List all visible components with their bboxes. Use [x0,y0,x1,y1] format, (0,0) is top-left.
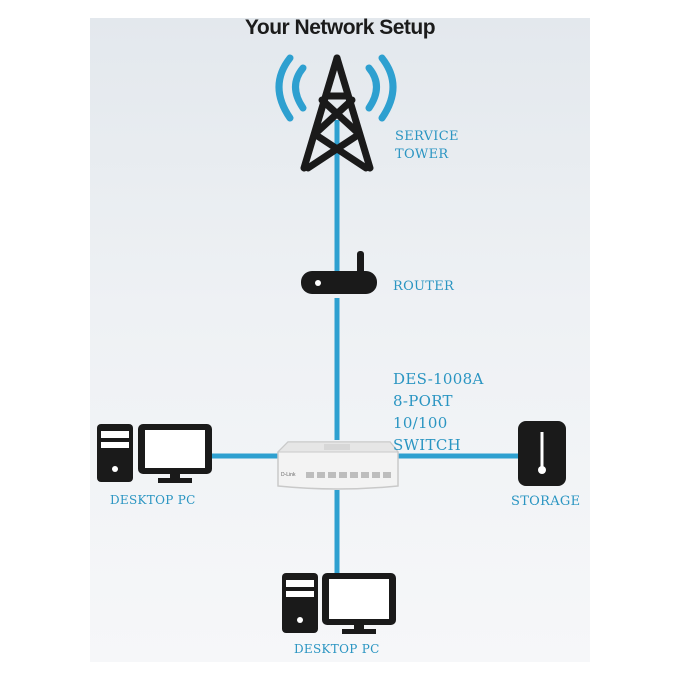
router-label: ROUTER [393,279,455,294]
desktop-pc-bottom-label: DESKTOP PC [294,642,380,656]
desktop-pc-bottom-icon [282,573,396,634]
storage-label: STORAGE [511,494,581,509]
diagram-background [90,18,590,662]
router-icon [301,251,377,294]
tower-label-line: TOWER [395,147,449,162]
tower-label-line: SERVICE [395,129,459,144]
switch-label: DES-1008A 8-PORT 10/100 SWITCH [393,368,484,456]
desktop-pc-left-label: DESKTOP PC [110,493,196,507]
switch-label-line: DES-1008A [393,370,484,388]
switch-label-line: 10/100 [393,414,448,432]
switch-icon: D-Link [276,441,400,490]
tower-label: SERVICE TOWER [395,128,459,164]
storage-icon [518,421,566,486]
switch-label-line: SWITCH [393,436,461,454]
cables [212,120,518,578]
switch-label-line: 8-PORT [393,392,453,410]
desktop-pc-left-icon [97,424,212,483]
switch-brand-text: D-Link [281,472,296,478]
tower-icon [275,54,397,172]
page-title: Your Network Setup [244,16,436,39]
